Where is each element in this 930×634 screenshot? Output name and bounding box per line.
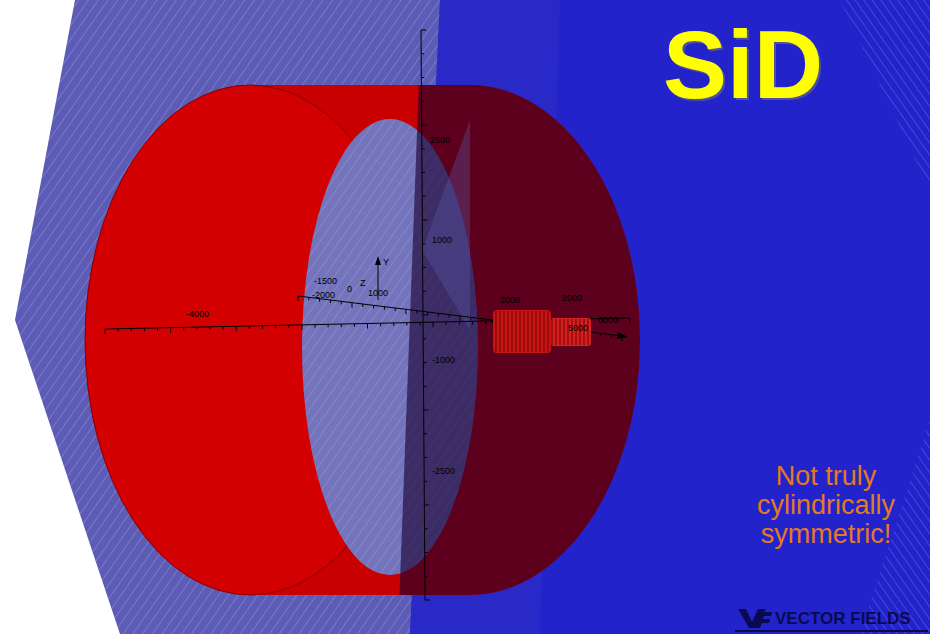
axis-tick-label: 2000 <box>500 296 520 305</box>
axis-tick-label: 2000 <box>562 294 582 303</box>
axis-tick-label: 6000 <box>598 316 618 325</box>
axis-name: Z <box>360 279 366 288</box>
axis-tick-label: 2500 <box>430 136 450 145</box>
y-arrow <box>375 256 381 265</box>
axis-tick-label: -4000 <box>186 310 209 319</box>
logo-text: VECTOR FIELDS <box>775 610 911 627</box>
solenoid-shadow <box>398 0 700 634</box>
axis-name: Y <box>383 258 389 267</box>
coil-assembly <box>493 310 591 353</box>
axis-tick-label: -1500 <box>314 277 337 286</box>
note: Not truly cylindrically symmetric! <box>726 462 926 549</box>
axis-ticks <box>105 30 630 600</box>
axis-tick-label: 5000 <box>568 324 588 333</box>
axis-tick-label: 1000 <box>368 289 388 298</box>
slide-title: SiD <box>663 17 823 113</box>
vf-logo-mark <box>735 609 928 631</box>
bore-highlight <box>422 120 470 330</box>
axis-tick-label: 1000 <box>432 236 452 245</box>
axis-tick-label: -2500 <box>432 467 455 476</box>
axis-tick-label: -2000 <box>312 291 335 300</box>
axis-tick-label: -1000 <box>432 356 455 365</box>
axes <box>105 30 630 600</box>
axis-tick-label: 0 <box>347 285 352 294</box>
yoke-edge-stripes <box>840 0 930 190</box>
